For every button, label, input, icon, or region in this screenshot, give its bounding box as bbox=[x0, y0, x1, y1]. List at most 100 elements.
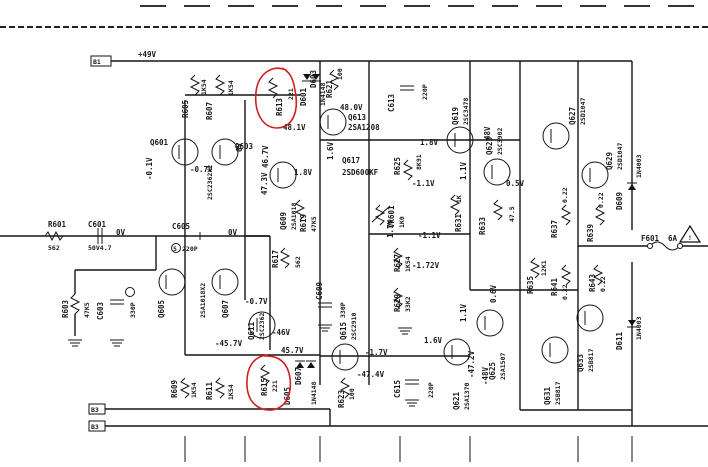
svg-text:0.22: 0.22 bbox=[561, 187, 569, 203]
svg-text:R639: R639 bbox=[586, 223, 595, 242]
capacitor-c609: C609 330P bbox=[315, 281, 347, 318]
transistor-q611: Q611 2SC2362 bbox=[247, 311, 276, 340]
svg-text:Q609: Q609 bbox=[279, 211, 288, 230]
svg-text:2SC2362X2: 2SC2362X2 bbox=[206, 165, 214, 200]
svg-text:R607: R607 bbox=[205, 102, 214, 120]
svg-text:R623: R623 bbox=[337, 389, 346, 408]
resistor-r603: R603 47K5 bbox=[61, 269, 156, 336]
svg-text:2SC2910: 2SC2910 bbox=[350, 313, 358, 340]
svg-text:-46V: -46V bbox=[272, 328, 291, 337]
svg-text:-1.1V: -1.1V bbox=[412, 179, 435, 188]
svg-text:-0.1V: -0.1V bbox=[145, 157, 154, 180]
svg-text:220P: 220P bbox=[421, 84, 429, 100]
red-annotation-circle-top bbox=[254, 67, 298, 129]
svg-text:C601: C601 bbox=[88, 220, 107, 229]
resistor-r633: R633 47.5 bbox=[478, 199, 516, 235]
svg-text:D603: D603 bbox=[309, 69, 318, 88]
svg-text:1N4003: 1N4003 bbox=[635, 316, 643, 340]
svg-text:330P: 330P bbox=[339, 302, 347, 318]
svg-text:2SC2362: 2SC2362 bbox=[258, 313, 266, 340]
svg-text:1K0: 1K0 bbox=[398, 216, 406, 228]
svg-text:C613: C613 bbox=[387, 93, 396, 112]
resistor-r639: R639 0.22 bbox=[586, 192, 606, 242]
diode-d609: D609 1N4003 bbox=[615, 154, 643, 210]
next-section-fragment bbox=[184, 436, 633, 462]
svg-text:D607: D607 bbox=[294, 367, 303, 385]
svg-text:R617: R617 bbox=[271, 250, 280, 268]
diode-d607: D607 1N4148 bbox=[294, 360, 318, 405]
svg-text:8K91: 8K91 bbox=[415, 154, 423, 170]
svg-text:220P: 220P bbox=[427, 382, 435, 398]
svg-text:2SA1018: 2SA1018 bbox=[290, 203, 298, 230]
transistor-q627: Q627 2SD1047 bbox=[542, 98, 587, 150]
diode-d611: D611 1N4003 bbox=[615, 316, 643, 350]
svg-text:R605: R605 bbox=[181, 100, 190, 118]
svg-text:R625: R625 bbox=[393, 157, 402, 175]
svg-text:R603: R603 bbox=[61, 299, 70, 318]
svg-text:Q631: Q631 bbox=[543, 386, 552, 405]
svg-text:R631: R631 bbox=[454, 213, 463, 232]
svg-text:Q613: Q613 bbox=[348, 113, 367, 122]
svg-text:D605: D605 bbox=[283, 387, 292, 405]
svg-text:50V4.7: 50V4.7 bbox=[88, 244, 112, 252]
svg-text:D611: D611 bbox=[615, 331, 624, 350]
voltage-labels: -0.1V -0.7V 46.7V 47.3V 48.0V 48.1V 1.6V… bbox=[145, 103, 525, 385]
svg-text:221: 221 bbox=[271, 380, 279, 392]
svg-text:Q611: Q611 bbox=[247, 321, 256, 340]
svg-text:1K54: 1K54 bbox=[227, 384, 235, 400]
svg-text:47.5: 47.5 bbox=[508, 206, 516, 222]
ground-icon bbox=[398, 327, 412, 335]
resistor-r631: R631 1K bbox=[449, 194, 463, 232]
svg-text:C609: C609 bbox=[315, 281, 324, 300]
resistor-r643: R643 0.22 bbox=[588, 264, 607, 292]
svg-text:2SC3478: 2SC3478 bbox=[462, 98, 470, 125]
svg-text:R611: R611 bbox=[205, 381, 214, 400]
warning-triangle-icon: ! bbox=[678, 224, 702, 243]
svg-text:1N4003: 1N4003 bbox=[635, 154, 643, 178]
svg-text:562: 562 bbox=[294, 256, 302, 268]
svg-text:2SD600KF: 2SD600KF bbox=[342, 168, 379, 177]
svg-text:221: 221 bbox=[287, 88, 295, 100]
ground-icon bbox=[68, 339, 82, 347]
transistor-q621: Q621 2SA1370 bbox=[443, 338, 471, 410]
svg-text:0V: 0V bbox=[228, 228, 238, 237]
svg-text:0.5V: 0.5V bbox=[506, 179, 525, 188]
svg-text:R643: R643 bbox=[588, 273, 597, 292]
svg-text:2SC3902: 2SC3902 bbox=[496, 128, 504, 155]
svg-text:R613: R613 bbox=[275, 97, 284, 116]
svg-text:2SA1208: 2SA1208 bbox=[348, 123, 380, 132]
capacitor-c603: C603 330P bbox=[96, 287, 137, 320]
transistor-q609: Q609 2SA1018 bbox=[269, 161, 298, 230]
svg-text:B1: B1 bbox=[93, 58, 101, 66]
svg-text:C605: C605 bbox=[172, 222, 190, 231]
transistor-q631: Q631 2SB817 bbox=[541, 336, 569, 405]
svg-text:48V: 48V bbox=[483, 126, 492, 140]
svg-text:45.7V: 45.7V bbox=[281, 346, 304, 355]
svg-text:F601: F601 bbox=[641, 234, 660, 243]
svg-text:2SA1507: 2SA1507 bbox=[499, 353, 507, 380]
svg-text:33K2: 33K2 bbox=[404, 296, 412, 312]
svg-text:220P: 220P bbox=[182, 245, 198, 253]
svg-text:2SB817: 2SB817 bbox=[554, 381, 562, 405]
svg-text:Q617: Q617 bbox=[342, 156, 360, 165]
transistor-q607: Q607 2SA1018X2 bbox=[199, 268, 239, 318]
svg-text:C603: C603 bbox=[96, 301, 105, 320]
svg-text:2SA1370: 2SA1370 bbox=[463, 383, 471, 410]
svg-text:2SA1018X2: 2SA1018X2 bbox=[199, 283, 207, 318]
svg-text:+49V: +49V bbox=[138, 50, 157, 59]
svg-text:2SB817: 2SB817 bbox=[587, 348, 595, 372]
svg-text:100: 100 bbox=[348, 388, 356, 400]
svg-text:Q607: Q607 bbox=[221, 300, 230, 318]
transistor-q603: Q603 2SC2362X2 bbox=[206, 138, 254, 200]
svg-text:0V: 0V bbox=[235, 142, 244, 152]
svg-text:R609: R609 bbox=[170, 379, 179, 398]
svg-text:330P: 330P bbox=[129, 302, 137, 318]
transistor-q619: Q619 2SC3478 bbox=[446, 98, 474, 154]
capacitor-c605: C605 5 220P 0V 0V bbox=[116, 222, 238, 253]
resistor-r615: R615 221 bbox=[259, 364, 279, 396]
transistor-q613: Q613 2SA1208 bbox=[319, 108, 380, 136]
svg-text:Q627: Q627 bbox=[568, 107, 577, 125]
svg-text:D609: D609 bbox=[615, 191, 624, 210]
